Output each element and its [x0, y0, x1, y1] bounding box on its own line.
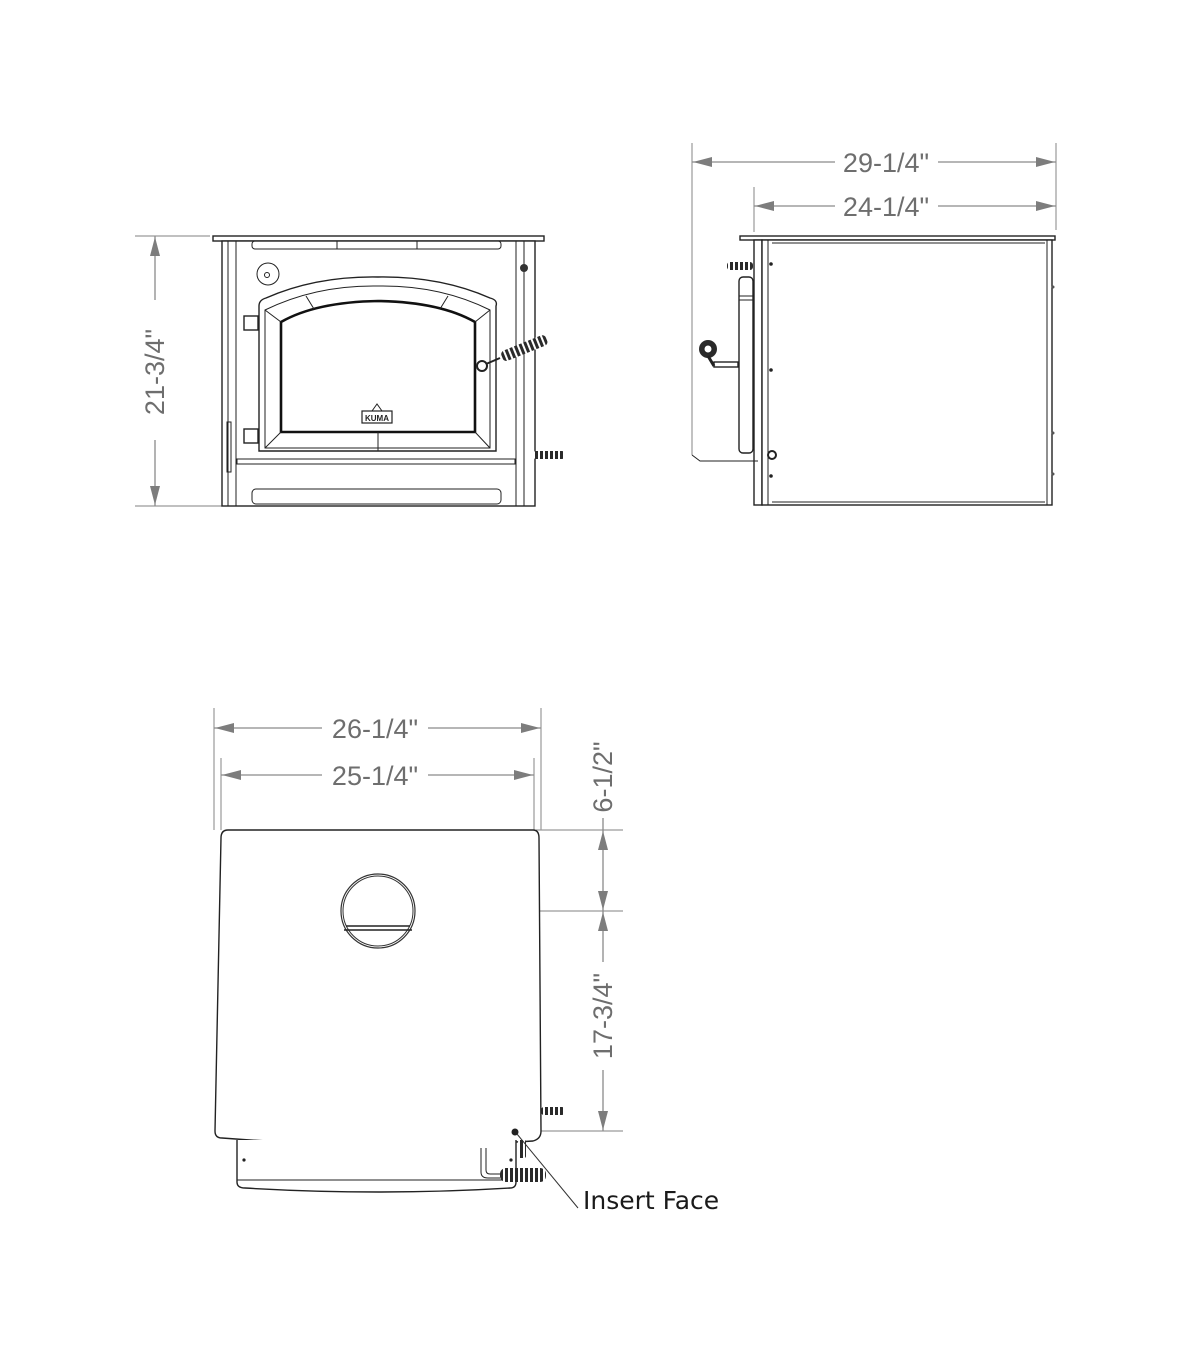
flue-to-face-label: 17-3/4" — [588, 973, 618, 1059]
top-view — [213, 708, 623, 1209]
front-top-plate — [212, 235, 545, 242]
top-side-spring — [541, 1107, 565, 1115]
door-handle — [476, 335, 548, 372]
upper-hinge — [243, 315, 259, 331]
side-view — [691, 143, 1057, 506]
air-control-knob — [256, 262, 280, 286]
front-side-spring — [533, 451, 565, 459]
flue-collar — [340, 873, 416, 949]
side-overall-depth-label: 29-1/4" — [843, 148, 929, 178]
kuma-logo: KUMA — [361, 403, 393, 424]
front-height-label: 21-3/4" — [140, 329, 170, 415]
insert-face-leader — [516, 1133, 579, 1209]
base-tray — [236, 1140, 517, 1193]
flue-offset-label: 6-1/2" — [588, 741, 618, 812]
side-body-depth-label: 24-1/4" — [843, 192, 929, 222]
front-door — [258, 276, 498, 452]
top-inner-width-label: 25-1/4" — [332, 761, 418, 791]
bottom-handle-spring — [500, 1168, 546, 1182]
svg-text:KUMA: KUMA — [365, 414, 389, 423]
lower-hinge — [243, 428, 259, 444]
side-body — [761, 239, 1053, 506]
top-outer-width-label: 26-1/4" — [332, 714, 418, 744]
insert-face-label: Insert Face — [583, 1186, 719, 1215]
front-view: KUMA — [135, 235, 565, 507]
side-door-profile — [738, 276, 754, 454]
front-height-dimension — [135, 235, 222, 507]
side-knob — [520, 264, 528, 272]
